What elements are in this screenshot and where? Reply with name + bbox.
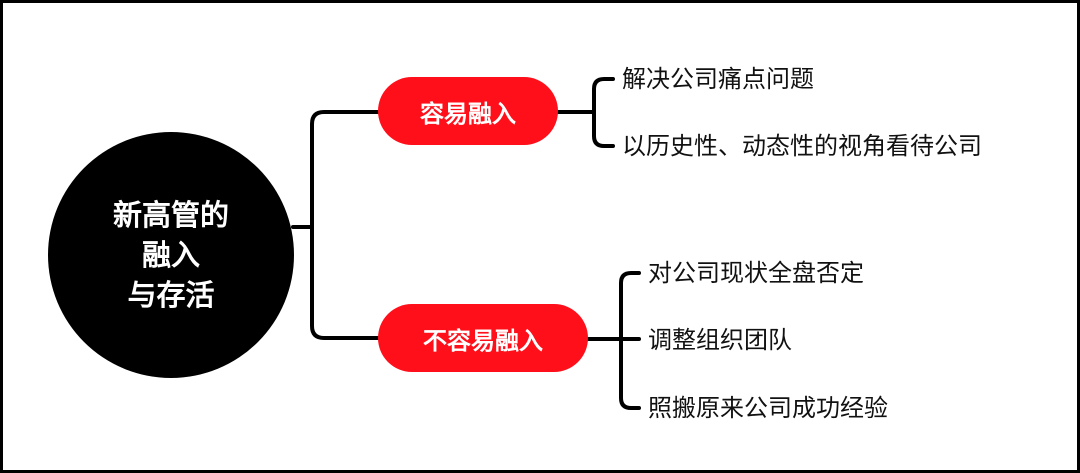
root-line-3: 与存活 bbox=[127, 278, 215, 312]
leaf-easy-1: 解决公司痛点问题 bbox=[622, 65, 814, 93]
leaf-hard-3: 照搬原来公司成功经验 bbox=[648, 394, 888, 422]
connector-branch-1-leaf-2 bbox=[592, 110, 615, 148]
connector-branch-1-leaf-1 bbox=[592, 77, 615, 114]
leaf-hard-1: 对公司现状全盘否定 bbox=[648, 259, 864, 287]
branch-node-easy: 容易融入 bbox=[378, 77, 558, 145]
leaf-hard-2: 调整组织团队 bbox=[648, 326, 792, 354]
connector-branch-2-leaf-3 bbox=[619, 337, 641, 410]
root-line-1: 新高管的 bbox=[112, 198, 229, 232]
leaf-easy-2: 以历史性、动态性的视角看待公司 bbox=[622, 132, 982, 160]
connector-root-to-branch-2 bbox=[310, 225, 381, 340]
connector-lines bbox=[291, 77, 641, 410]
connector-branch-2-leaf-1 bbox=[619, 271, 641, 341]
branch-node-hard: 不容易融入 bbox=[378, 304, 588, 372]
connector-root-to-branch-1 bbox=[310, 110, 381, 229]
root-line-2: 融入 bbox=[141, 238, 200, 272]
root-node: 新高管的 融入 与存活 bbox=[48, 132, 294, 378]
